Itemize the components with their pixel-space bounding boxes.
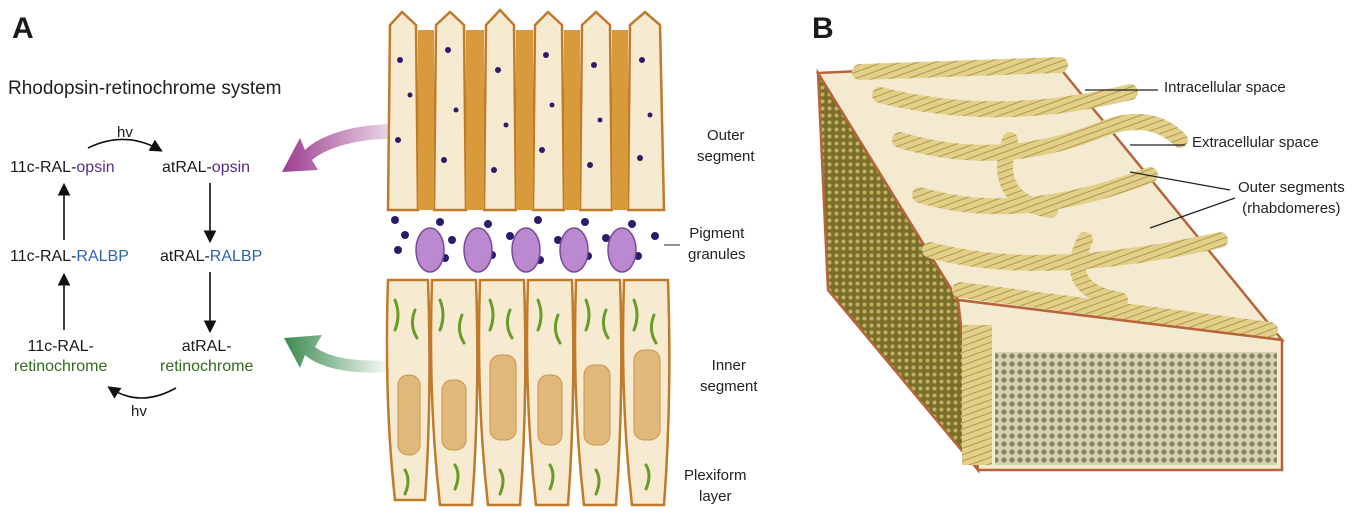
label-intracellular-space: Intracellular space [1164,79,1286,96]
label-extracellular-space: Extracellular space [1192,134,1319,151]
label-outer-segments-rhabdomeres: Outer segments(rhabdomeres) [1238,177,1345,219]
block-front-mesh [995,352,1277,465]
